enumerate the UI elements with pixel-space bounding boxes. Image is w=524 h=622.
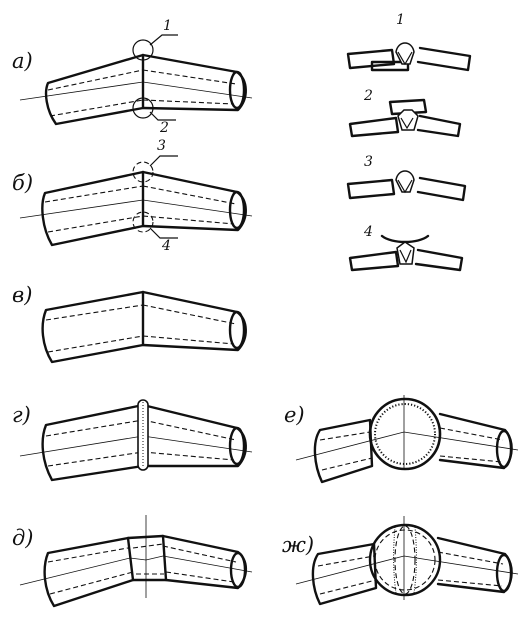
pipe-joint-zh xyxy=(295,516,519,606)
callout-4: 4 xyxy=(161,238,171,254)
figure-label-a: а) xyxy=(12,49,33,73)
figure-a: а) 1 2 xyxy=(12,18,253,136)
figure-label-zh: ж) xyxy=(282,533,314,557)
figure-label-g: г) xyxy=(12,403,31,427)
callout-2: 2 xyxy=(159,120,169,136)
pipe-joint-v xyxy=(41,290,247,364)
section-4: 4 xyxy=(348,224,464,272)
callout-3: 3 xyxy=(157,138,166,154)
pipe-joint-d xyxy=(19,515,253,608)
callout-1: 1 xyxy=(163,18,172,34)
figure-b: б) 3 4 xyxy=(12,138,253,254)
pipe-joint-g xyxy=(19,399,253,482)
pipe-joint-e xyxy=(295,395,519,484)
section-2: 2 xyxy=(348,88,462,138)
figure-d: д) xyxy=(12,515,253,608)
pipe-joint-b xyxy=(19,155,253,247)
section-label-4: 4 xyxy=(363,224,373,240)
figure-g: г) xyxy=(12,399,253,482)
section-label-3: 3 xyxy=(364,154,373,170)
figure-e: е) xyxy=(284,395,519,484)
section-label-1: 1 xyxy=(396,12,405,28)
section-label-2: 2 xyxy=(363,88,373,104)
figure-zh: ж) xyxy=(282,516,519,606)
figure-label-e: е) xyxy=(284,403,305,427)
figure-label-b: б) xyxy=(12,171,33,195)
figure-label-v: в) xyxy=(12,283,32,307)
section-3: 3 xyxy=(346,154,467,202)
section-1: 1 xyxy=(346,12,472,72)
pipe-joint-a xyxy=(19,34,253,126)
figure-v: в) xyxy=(12,283,247,364)
figure-label-d: д) xyxy=(12,526,34,550)
